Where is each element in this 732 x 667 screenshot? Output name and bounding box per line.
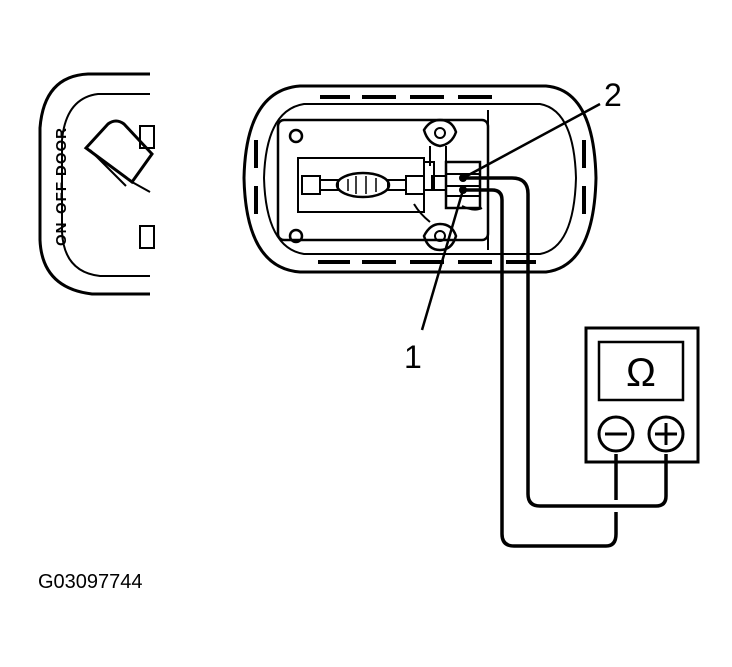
ohmmeter-body — [584, 326, 700, 464]
bulb-assembly — [297, 157, 425, 213]
switch-position-labels: ON OFF DOOR — [53, 127, 70, 246]
positive-terminal — [647, 415, 685, 453]
screw-hole-bottom-left — [288, 228, 304, 244]
switch-bezel-outer — [38, 72, 150, 296]
bulb — [335, 171, 391, 199]
bulb-tray — [276, 118, 490, 242]
switch-detail: ON OFF DOOR — [38, 72, 155, 296]
test-lead-positive — [463, 176, 668, 508]
housing-outer — [242, 84, 598, 274]
switch-label-off: OFF — [53, 181, 70, 214]
room-light-housing — [242, 84, 598, 274]
housing-inner — [262, 103, 578, 255]
test-lead-negative — [463, 188, 618, 548]
negative-terminal — [597, 415, 635, 453]
callout-2-leader — [462, 102, 601, 180]
switch-slot-bottom — [139, 225, 155, 249]
callout-2: 2 — [604, 77, 622, 113]
ohm-symbol: Ω — [626, 351, 656, 395]
ohmmeter: Ω — [584, 326, 700, 464]
switch-label-door: DOOR — [53, 127, 70, 176]
switch-knob — [83, 119, 154, 193]
figure-id: G03097744 — [38, 571, 143, 593]
switch-bezel-inner — [61, 93, 150, 277]
ohmmeter-display — [597, 340, 685, 402]
callout-1: 1 — [404, 339, 422, 375]
housing-rim-tabs — [254, 95, 586, 264]
callout-1-leader — [420, 189, 465, 331]
screw-hole-top-left — [288, 128, 304, 144]
terminal-block — [423, 160, 482, 210]
spring-clip-top — [422, 118, 458, 166]
switch-label-on: ON — [53, 222, 70, 247]
